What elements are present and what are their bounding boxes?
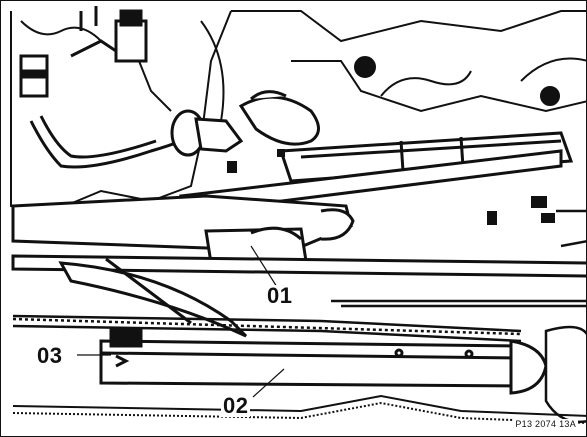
crossmember (11, 194, 586, 278)
figure-reference-code: P13 2074 13A (513, 419, 578, 429)
steering-rack (179, 131, 574, 215)
lower-bar (99, 327, 548, 395)
callout-label-03: 03 (35, 343, 65, 368)
callout-label-02: 02 (221, 393, 251, 418)
callout-label-01: 01 (265, 283, 295, 308)
right-bracket (544, 209, 586, 424)
cable-connector (170, 90, 320, 157)
skid-plate (12, 394, 586, 424)
leader-lines (77, 245, 285, 398)
curved-plate (58, 257, 248, 338)
bolts-row (227, 149, 555, 225)
lower-rail (12, 299, 586, 343)
